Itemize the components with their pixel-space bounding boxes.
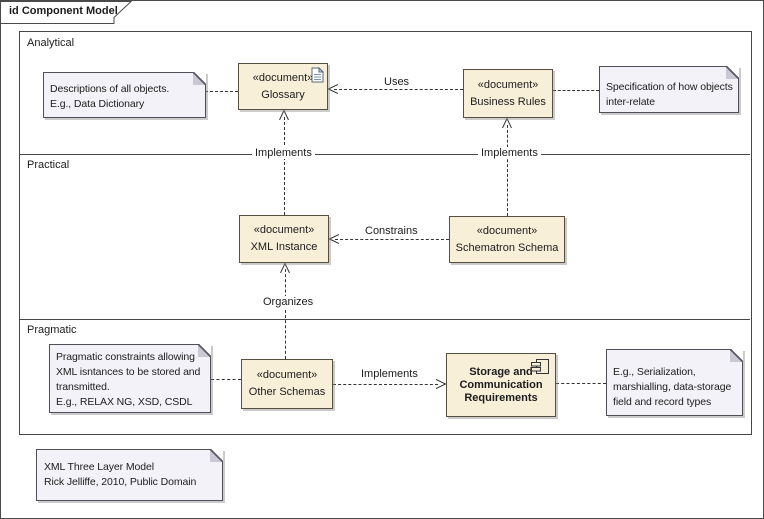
- component-stereotype: «document»: [256, 369, 318, 381]
- component-stereotype: «document»: [476, 224, 538, 237]
- component-name: Business Rules: [470, 95, 546, 108]
- note-fold-icon: [210, 449, 223, 462]
- lane-divider: [19, 154, 750, 155]
- notelink-businessrules-specification: [553, 90, 599, 91]
- notelink-storage-serialization: [556, 383, 606, 384]
- note-text: Pragmatic constraints allowing: [56, 351, 195, 363]
- component-xml-instance[interactable]: «document» XML Instance: [239, 215, 329, 263]
- note-specification[interactable]: Specification of how objects inter-relat…: [599, 66, 739, 113]
- open-arrowhead-up-icon: [502, 117, 512, 129]
- connector-line-implements-businessrules: [507, 125, 508, 216]
- open-arrowhead-left-icon: [328, 234, 340, 244]
- lane-frame: [19, 31, 752, 435]
- connector-line-organizes: [285, 269, 286, 359]
- note-fold-icon: [730, 349, 743, 362]
- component-name: XML Instance: [250, 241, 318, 253]
- component-icon: [530, 358, 550, 375]
- lane-label-practical: Practical: [27, 159, 70, 171]
- lane-label-analytical: Analytical: [27, 37, 75, 49]
- note-text: Rick Jelliffe, 2010, Public Domain: [44, 476, 197, 488]
- note-serialization[interactable]: E.g., Serialization, marshialling, data-…: [606, 349, 743, 416]
- component-stereotype: «document»: [252, 71, 314, 84]
- connector-label-implements-businessrules[interactable]: Implements: [478, 147, 541, 159]
- note-text: XML Three Layer Model: [44, 461, 154, 473]
- component-stereotype: «document»: [253, 224, 315, 236]
- connector-label-organizes[interactable]: Organizes: [260, 296, 317, 308]
- open-arrowhead-up-icon: [279, 109, 289, 121]
- open-arrowhead-left-icon: [327, 84, 339, 94]
- note-text: Descriptions of all objects.: [50, 83, 170, 95]
- title-tab: [1, 1, 133, 24]
- component-storage-communication-requirements[interactable]: Storage and Communication Requirements: [446, 353, 556, 417]
- component-stereotype: «document»: [477, 78, 539, 91]
- component-name: Glossary: [261, 88, 305, 101]
- note-text: marshialling, data-storage: [613, 381, 732, 393]
- connector-label-constrains[interactable]: Constrains: [362, 225, 421, 237]
- note-text: field and record types: [613, 396, 712, 408]
- component-name: Storage and Communication Requirements: [459, 365, 543, 404]
- connector-label-uses[interactable]: Uses: [381, 76, 413, 88]
- note-text: Specification of how objects: [606, 81, 733, 93]
- note-text: inter-relate: [606, 96, 655, 108]
- component-name: Schematron Schema: [455, 241, 559, 254]
- note-pragmatic-constraints[interactable]: Pragmatic constraints allowing XML isnta…: [49, 344, 211, 413]
- component-name: Other Schemas: [248, 386, 326, 398]
- lane-divider: [19, 319, 750, 320]
- notelink-descriptions-glossary: [205, 91, 238, 92]
- component-other-schemas[interactable]: «document» Other Schemas: [241, 359, 333, 409]
- note-fold-icon: [198, 344, 211, 357]
- connector-line-uses: [334, 89, 463, 90]
- connector-line-implements-glossary: [284, 117, 285, 215]
- notelink-pragmatic-otherschemas: [211, 379, 241, 380]
- note-descriptions[interactable]: Descriptions of all objects. E.g., Data …: [43, 72, 206, 118]
- note-fold-icon: [193, 72, 206, 85]
- open-arrowhead-up-icon: [280, 262, 290, 274]
- component-schematron-schema[interactable]: «document» Schematron Schema: [449, 216, 565, 263]
- connector-line-constrains: [335, 239, 449, 240]
- note-fold-icon: [726, 66, 739, 79]
- note-credit[interactable]: XML Three Layer Model Rick Jelliffe, 201…: [36, 449, 223, 501]
- document-icon: [311, 66, 325, 83]
- connector-label-implements-storage[interactable]: Implements: [358, 368, 421, 380]
- note-text: transmitted.: [56, 381, 110, 393]
- open-arrowhead-right-icon: [435, 379, 447, 389]
- connector-line-implements-storage: [333, 384, 438, 385]
- lane-label-pragmatic: Pragmatic: [27, 324, 77, 336]
- note-text: XML isntances to be stored and: [56, 366, 201, 378]
- component-business-rules[interactable]: «document» Business Rules: [463, 69, 553, 118]
- note-text: E.g., Serialization,: [613, 366, 696, 378]
- note-text: E.g., RELAX NG, XSD, CSDL: [56, 396, 193, 408]
- component-glossary[interactable]: «document» Glossary: [238, 63, 328, 110]
- connector-label-implements-glossary[interactable]: Implements: [252, 147, 315, 159]
- diagram-title: id Component Model: [9, 5, 118, 17]
- note-text: E.g., Data Dictionary: [50, 98, 145, 110]
